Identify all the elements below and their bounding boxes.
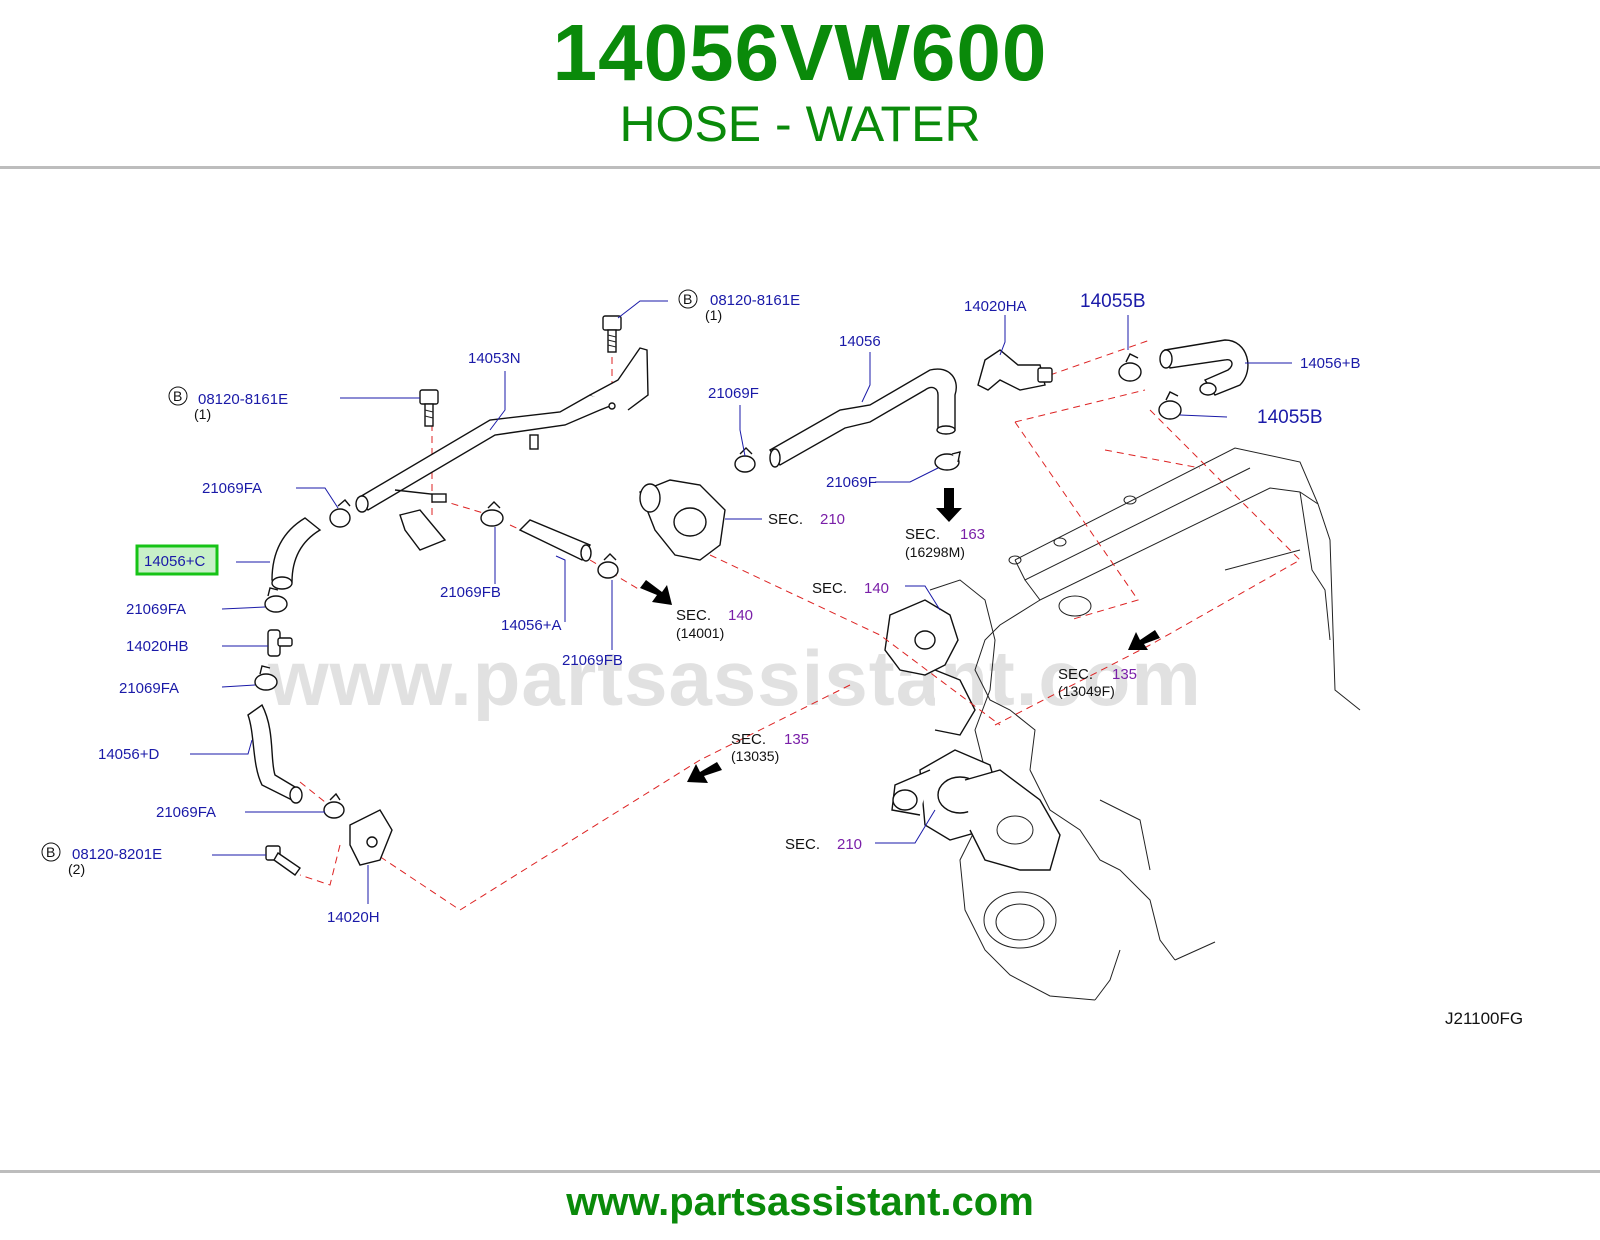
diagram-code: J21100FG <box>1445 1009 1523 1028</box>
arrow-icon <box>936 488 962 522</box>
label-clamp-fa-1: 21069FA <box>202 480 262 497</box>
hose-clamp-icon <box>264 587 288 613</box>
water-pipe-illustration <box>355 347 649 551</box>
label-clamp-fa-3: 21069FA <box>119 680 179 697</box>
hose-clamp-icon <box>734 447 756 473</box>
arrow-icon <box>640 580 672 605</box>
label-hose-d: 14056+D <box>98 746 159 763</box>
sec-number: 135 <box>784 731 809 748</box>
engine-block-illustration <box>884 447 1361 1001</box>
water-flange-icon <box>349 809 393 866</box>
bolt-icon <box>419 389 439 427</box>
header: 14056VW600 HOSE - WATER <box>0 0 1600 168</box>
label-bolt-bottom: 08120-8201E <box>72 846 162 863</box>
hose-a-illustration <box>518 519 591 561</box>
hose-clamp-icon <box>323 792 345 819</box>
bolt-icon <box>265 845 301 876</box>
arrow-icon <box>687 762 722 783</box>
sec-number: 210 <box>820 511 845 528</box>
label-fitting-ha: 14020HA <box>964 298 1027 315</box>
sec-sub: (13035) <box>731 748 779 764</box>
sec-label: SEC. <box>731 731 766 748</box>
label-clamp-fa-2: 21069FA <box>126 601 186 618</box>
part-shapes <box>247 315 1249 876</box>
hose-clamp-icon <box>480 501 504 527</box>
thermostat-housing-icon <box>639 479 726 561</box>
sec-sub: (14001) <box>676 625 724 641</box>
qty-bolt-top: (1) <box>705 307 722 323</box>
top-divider <box>0 166 1600 169</box>
label-clamp-fb-2: 21069FB <box>562 652 623 669</box>
label-hose-c-highlighted[interactable]: 14056+C <box>144 553 205 570</box>
part-description: HOSE - WATER <box>619 96 981 152</box>
qty-bolt-left: (1) <box>194 406 211 422</box>
sec-sub: (16298M) <box>905 544 965 560</box>
sec-label: SEC. <box>768 511 803 528</box>
hose-clamp-icon <box>1158 391 1182 420</box>
hose-clamp-icon <box>254 665 278 691</box>
label-hose-main: 14056 <box>839 333 881 350</box>
callout-marker-icon <box>678 289 698 309</box>
sec-number: 163 <box>960 526 985 543</box>
hose-main-illustration <box>769 368 957 466</box>
reference-lines <box>299 339 1301 911</box>
label-clamp-f-1: 21069F <box>708 385 759 402</box>
bolt-marker: B <box>683 291 692 307</box>
sec-label: SEC. <box>1058 666 1093 683</box>
label-clamp-55b-1: 14055B <box>1080 291 1146 312</box>
bolt-marker: B <box>173 388 182 404</box>
sec-sub: (13049F) <box>1058 683 1115 699</box>
sec-label: SEC. <box>676 607 711 624</box>
hose-c-illustration <box>271 517 322 583</box>
footer-url-link[interactable]: www.partsassistant.com <box>566 1180 1034 1224</box>
label-bolt-top: 08120-8161E <box>710 292 800 309</box>
label-clamp-55b-2: 14055B <box>1257 407 1323 428</box>
sec-number: 210 <box>837 836 862 853</box>
callout-marker-icon <box>41 842 61 862</box>
sec-number: 140 <box>728 607 753 624</box>
hose-clamp-icon <box>1118 353 1142 382</box>
bolt-marker: B <box>46 844 55 860</box>
part-number-title: 14056VW600 <box>552 8 1048 97</box>
hose-clamp-icon <box>934 451 961 471</box>
callout-marker-icon <box>168 386 188 406</box>
sec-number: 135 <box>1112 666 1137 683</box>
watermark-text: www.partsassistant.com <box>267 634 1202 722</box>
sec-label: SEC. <box>785 836 820 853</box>
sec-label: SEC. <box>905 526 940 543</box>
label-flange-h: 14020H <box>327 909 380 926</box>
label-pipe: 14053N <box>468 350 521 367</box>
hose-fitting-icon <box>977 349 1053 391</box>
sec-label: SEC. <box>812 580 847 597</box>
bottom-divider <box>0 1170 1600 1173</box>
leader-lines <box>190 300 1292 904</box>
label-clamp-fa-4: 21069FA <box>156 804 216 821</box>
bolt-icon <box>602 315 622 353</box>
sec-number: 140 <box>864 580 889 597</box>
label-clamp-f-2: 21069F <box>826 474 877 491</box>
section-references: SEC. 210 SEC. 163 (16298M) SEC. 140 SEC.… <box>676 511 1137 853</box>
label-hose-a: 14056+A <box>501 617 561 634</box>
label-hose-b: 14056+B <box>1300 355 1360 372</box>
qty-bolt-bottom: (2) <box>68 861 85 877</box>
arrow-icon <box>1128 630 1160 650</box>
hose-clamp-icon <box>597 553 619 579</box>
label-clamp-fb-1: 21069FB <box>440 584 501 601</box>
tee-fitting-icon <box>267 629 293 657</box>
label-bolt-left: 08120-8161E <box>198 391 288 408</box>
hose-clamp-icon <box>329 499 351 528</box>
parts-diagram: www.partsassistant.com <box>41 289 1523 1028</box>
label-tee-hb: 14020HB <box>126 638 189 655</box>
part-labels: B 08120-8161E (1) B 08120-8161E (1) B 08… <box>41 289 1360 926</box>
highlight-box <box>135 544 219 576</box>
